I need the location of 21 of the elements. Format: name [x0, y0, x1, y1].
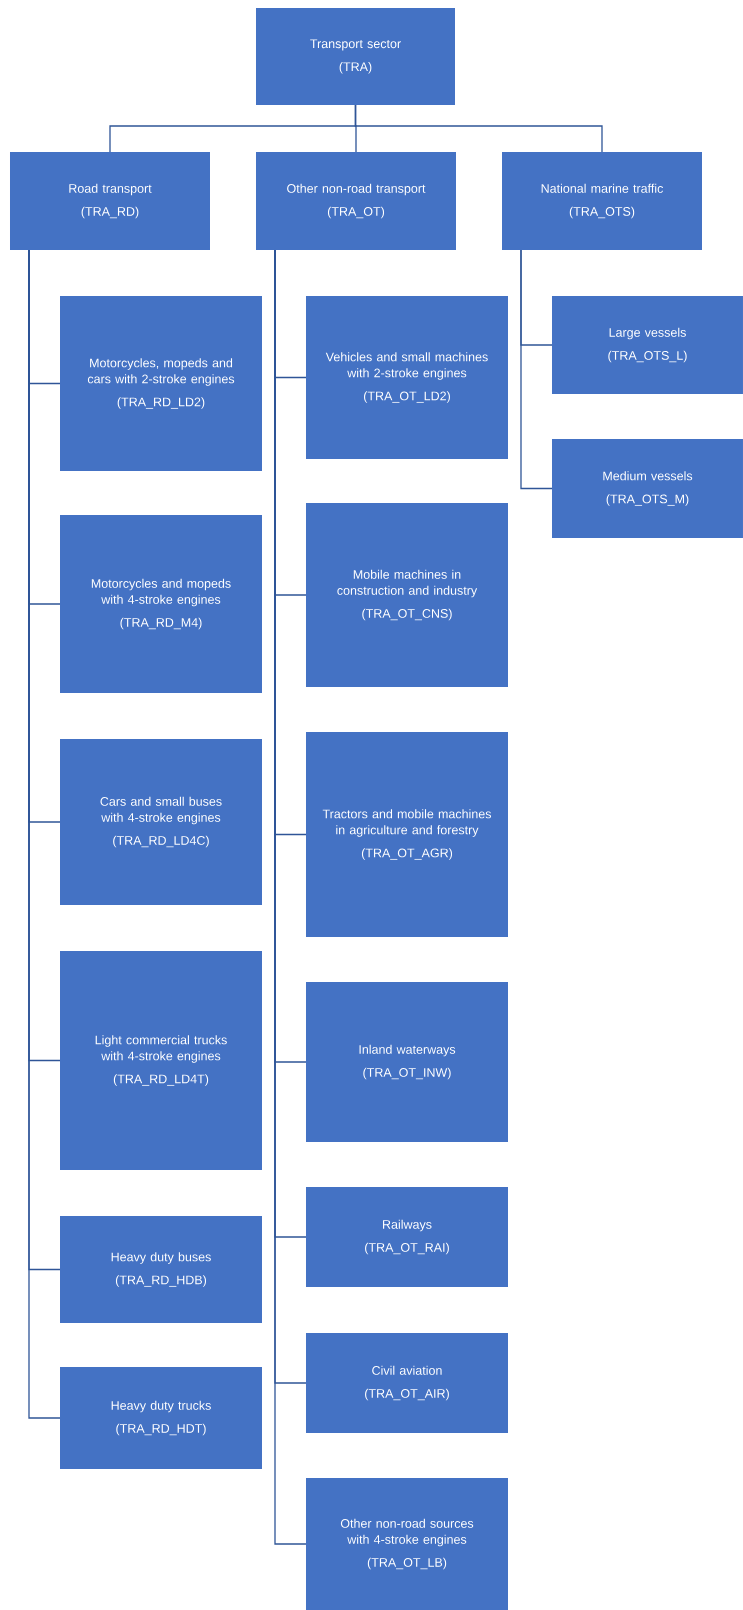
category-box: Civil aviation (TRA_OT_AIR) [306, 1333, 508, 1433]
category-box: Other non-road sources with 4-stroke engines (TRA_OT_LB) [306, 1478, 508, 1610]
connector-line [354, 104, 603, 153]
connector-line [520, 249, 553, 490]
category-box: Large vessels (TRA_OTS_L) [552, 296, 743, 394]
category-box: Mobile machines in construction and industry (TRA_OT_CNS) [306, 503, 508, 687]
category-box: Heavy duty trucks (TRA_RD_HDT) [60, 1367, 262, 1469]
category-box: Road transport (TRA_RD) [10, 152, 210, 250]
category-box: Other non-road transport (TRA_OT) [256, 152, 456, 250]
category-box: Motorcycles, mopeds and cars with 2-stroke engines (TRA_RD_LD2) [60, 296, 262, 471]
category-box: Cars and small buses with 4-stroke engines (TRA_RD_LD4C) [60, 739, 262, 905]
category-box: Transport sector (TRA) [256, 8, 455, 105]
category-box: Inland waterways (TRA_OT_INW) [306, 982, 508, 1142]
category-box: Heavy duty buses (TRA_RD_HDB) [60, 1216, 262, 1323]
category-box: Light commercial trucks with 4-stroke engines (TRA_RD_LD4T) [60, 951, 262, 1170]
category-box: Motorcycles and mopeds with 4-stroke engines (TRA_RD_M4) [60, 515, 262, 693]
category-box: Railways (TRA_OT_RAI) [306, 1187, 508, 1287]
category-box: Tractors and mobile machines in agriculture and forestry (TRA_OT_AGR) [306, 732, 508, 937]
category-box: Medium vessels (TRA_OTS_M) [552, 439, 743, 538]
category-box: Vehicles and small machines with 2-stroke engines (TRA_OT_LD2) [306, 296, 508, 459]
category-box: National marine traffic (TRA_OTS) [502, 152, 702, 250]
